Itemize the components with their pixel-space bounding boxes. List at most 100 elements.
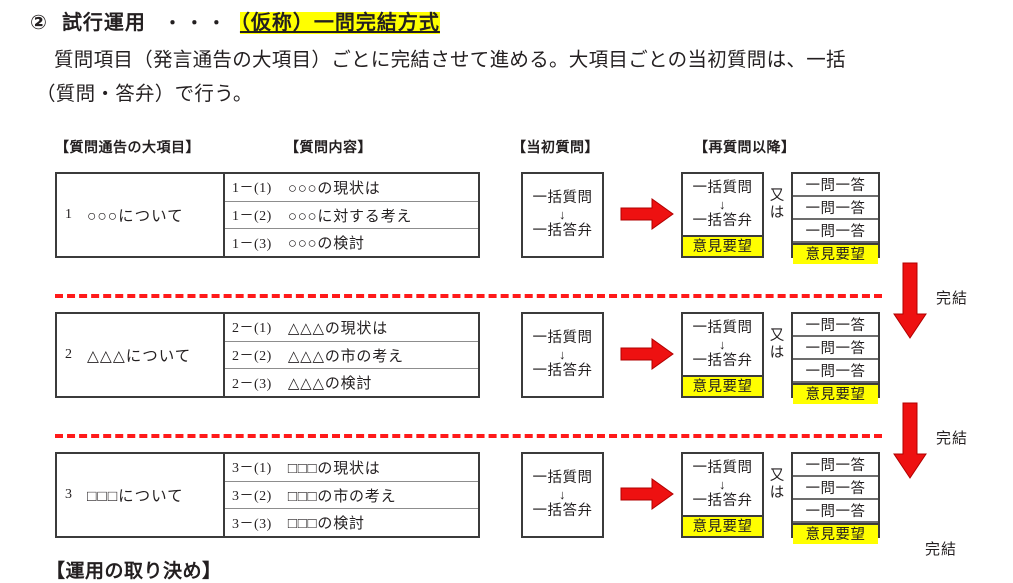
list-item: 一問一答	[793, 220, 878, 243]
column-header-requestion-onward: 【再質問以降】	[694, 141, 796, 156]
intro-paragraph: 質問項目（発言通告の大項目）ごとに完結させて進める。大項目ごとの当初質問は、一括…	[36, 44, 996, 112]
sub-item-code: 3－(2)	[232, 489, 272, 504]
major-item-number: 1	[65, 207, 73, 222]
major-item-cell: 3 □□□について	[57, 454, 225, 536]
sub-item-text: ○○○に対する考え	[287, 208, 413, 225]
bottom-section-heading: 【運用の取り決め】	[46, 561, 222, 582]
red-down-arrow-icon	[893, 402, 927, 479]
opinion-request-cell: 意見要望	[683, 515, 762, 536]
completion-label: 完結	[936, 430, 969, 447]
opinion-request-cell: 意見要望	[793, 383, 878, 404]
initial-question-box: 一括質問 ↓ 一括答弁	[521, 452, 604, 538]
major-item-table: 3 □□□について 3－(1) □□□の現状は 3－(2) □□□の市の考え 3…	[55, 452, 480, 538]
bundled-question-label: 一括質問	[532, 190, 593, 206]
sub-item-code: 3－(1)	[232, 461, 272, 477]
table-row: 1－(2) ○○○に対する考え	[225, 202, 478, 230]
initial-question-box: 一括質問 ↓ 一括答弁	[521, 312, 604, 398]
major-item-label: ○○○について	[87, 208, 184, 225]
bundled-answer-label: 一括答弁	[692, 352, 753, 369]
bundled-answer-label: 一括答弁	[532, 223, 593, 239]
down-arrow-icon: ↓	[559, 207, 566, 222]
list-item: 一問一答	[793, 174, 878, 197]
opinion-request-cell: 意見要望	[793, 523, 878, 544]
or-label-char-1: 又	[769, 328, 785, 344]
sub-item-list: 3－(1) □□□の現状は 3－(2) □□□の市の考え 3－(3) □□□の検…	[225, 454, 478, 536]
table-row: 3－(2) □□□の市の考え	[225, 482, 478, 510]
table-row: 2－(2) △△△の市の考え	[225, 342, 478, 370]
sub-item-text: ○○○の検討	[287, 236, 365, 253]
or-label-char-1: 又	[769, 188, 785, 204]
down-arrow-icon: ↓	[719, 336, 726, 352]
sub-item-code: 2－(2)	[232, 349, 272, 364]
major-item-label: □□□について	[87, 488, 184, 505]
major-item-table: 1 ○○○について 1－(1) ○○○の現状は 1－(2) ○○○に対する考え …	[55, 172, 480, 258]
heading-number: ②	[30, 12, 48, 34]
red-dashed-separator	[55, 434, 882, 438]
red-right-arrow-icon	[620, 338, 674, 370]
column-header-question-content: 【質問内容】	[285, 141, 372, 156]
completion-label: 完結	[936, 290, 969, 307]
initial-question-box: 一括質問 ↓ 一括答弁	[521, 172, 604, 258]
sub-item-code: 2－(3)	[232, 376, 272, 392]
or-label-char-2: は	[769, 345, 785, 361]
one-question-one-answer-list: 一問一答 一問一答 一問一答 意見要望	[791, 312, 880, 404]
or-label-char-1: 又	[769, 468, 785, 484]
list-item: 一問一答	[793, 477, 878, 500]
red-right-arrow-icon	[620, 198, 674, 230]
requestion-bundled-inner: 一括質問 ↓ 一括答弁	[683, 174, 762, 235]
opinion-request-cell: 意見要望	[683, 375, 762, 396]
paragraph-line-2: （質問・答弁）で行う。	[36, 84, 253, 105]
sub-item-code: 2－(1)	[232, 321, 272, 337]
down-arrow-icon: ↓	[559, 347, 566, 362]
table-row: 1－(3) ○○○の検討	[225, 229, 478, 256]
table-row: 3－(3) □□□の検討	[225, 509, 478, 536]
table-row: 2－(3) △△△の検討	[225, 369, 478, 396]
sub-item-text: □□□の現状は	[287, 460, 381, 477]
red-down-arrow-icon	[893, 262, 927, 339]
major-item-cell: 1 ○○○について	[57, 174, 225, 256]
sub-item-code: 1－(3)	[232, 236, 272, 252]
heading-title: 試行運用	[61, 12, 146, 34]
bundled-question-label: 一括質問	[692, 179, 753, 196]
bundled-answer-label: 一括答弁	[692, 492, 753, 509]
bundled-question-label: 一括質問	[532, 330, 593, 346]
column-header-initial-question: 【当初質問】	[512, 141, 599, 156]
major-item-number: 3	[65, 487, 73, 502]
page-heading: ② 試行運用・・・ （仮称）一問完結方式	[30, 6, 440, 35]
bundled-answer-label: 一括答弁	[532, 503, 593, 519]
completion-label: 完結	[925, 541, 958, 558]
heading-dots: ・・・	[163, 14, 230, 33]
down-arrow-icon: ↓	[559, 487, 566, 502]
list-item: 一問一答	[793, 360, 878, 383]
or-label-char-2: は	[769, 205, 785, 221]
sub-item-text: △△△の市の考え	[287, 348, 404, 365]
list-item: 一問一答	[793, 337, 878, 360]
sub-item-text: ○○○の現状は	[287, 180, 381, 197]
heading-highlighted-term: （仮称）一問完結方式	[239, 12, 440, 34]
requestion-bundled-inner: 一括質問 ↓ 一括答弁	[683, 454, 762, 515]
sub-item-code: 1－(2)	[232, 209, 272, 224]
sub-item-text: △△△の検討	[287, 376, 373, 393]
sub-item-list: 2－(1) △△△の現状は 2－(2) △△△の市の考え 2－(3) △△△の検…	[225, 314, 478, 396]
red-right-arrow-icon	[620, 478, 674, 510]
bundled-answer-label: 一括答弁	[692, 212, 753, 229]
major-item-number: 2	[65, 347, 73, 362]
requestion-bundled-box: 一括質問 ↓ 一括答弁 意見要望	[681, 452, 764, 538]
or-connector-label: 又 は	[766, 172, 788, 238]
sub-item-list: 1－(1) ○○○の現状は 1－(2) ○○○に対する考え 1－(3) ○○○の…	[225, 174, 478, 256]
requestion-bundled-box: 一括質問 ↓ 一括答弁 意見要望	[681, 172, 764, 258]
major-item-cell: 2 △△△について	[57, 314, 225, 396]
list-item: 一問一答	[793, 500, 878, 523]
table-row: 3－(1) □□□の現状は	[225, 454, 478, 482]
sub-item-text: △△△の現状は	[287, 320, 389, 337]
bundled-question-label: 一括質問	[532, 470, 593, 486]
one-question-one-answer-list: 一問一答 一問一答 一問一答 意見要望	[791, 452, 880, 544]
down-arrow-icon: ↓	[719, 476, 726, 492]
or-connector-label: 又 は	[766, 452, 788, 518]
table-row: 1－(1) ○○○の現状は	[225, 174, 478, 202]
opinion-request-cell: 意見要望	[793, 243, 878, 264]
list-item: 一問一答	[793, 314, 878, 337]
requestion-bundled-inner: 一括質問 ↓ 一括答弁	[683, 314, 762, 375]
opinion-request-cell: 意見要望	[683, 235, 762, 256]
sub-item-code: 1－(1)	[232, 181, 272, 197]
